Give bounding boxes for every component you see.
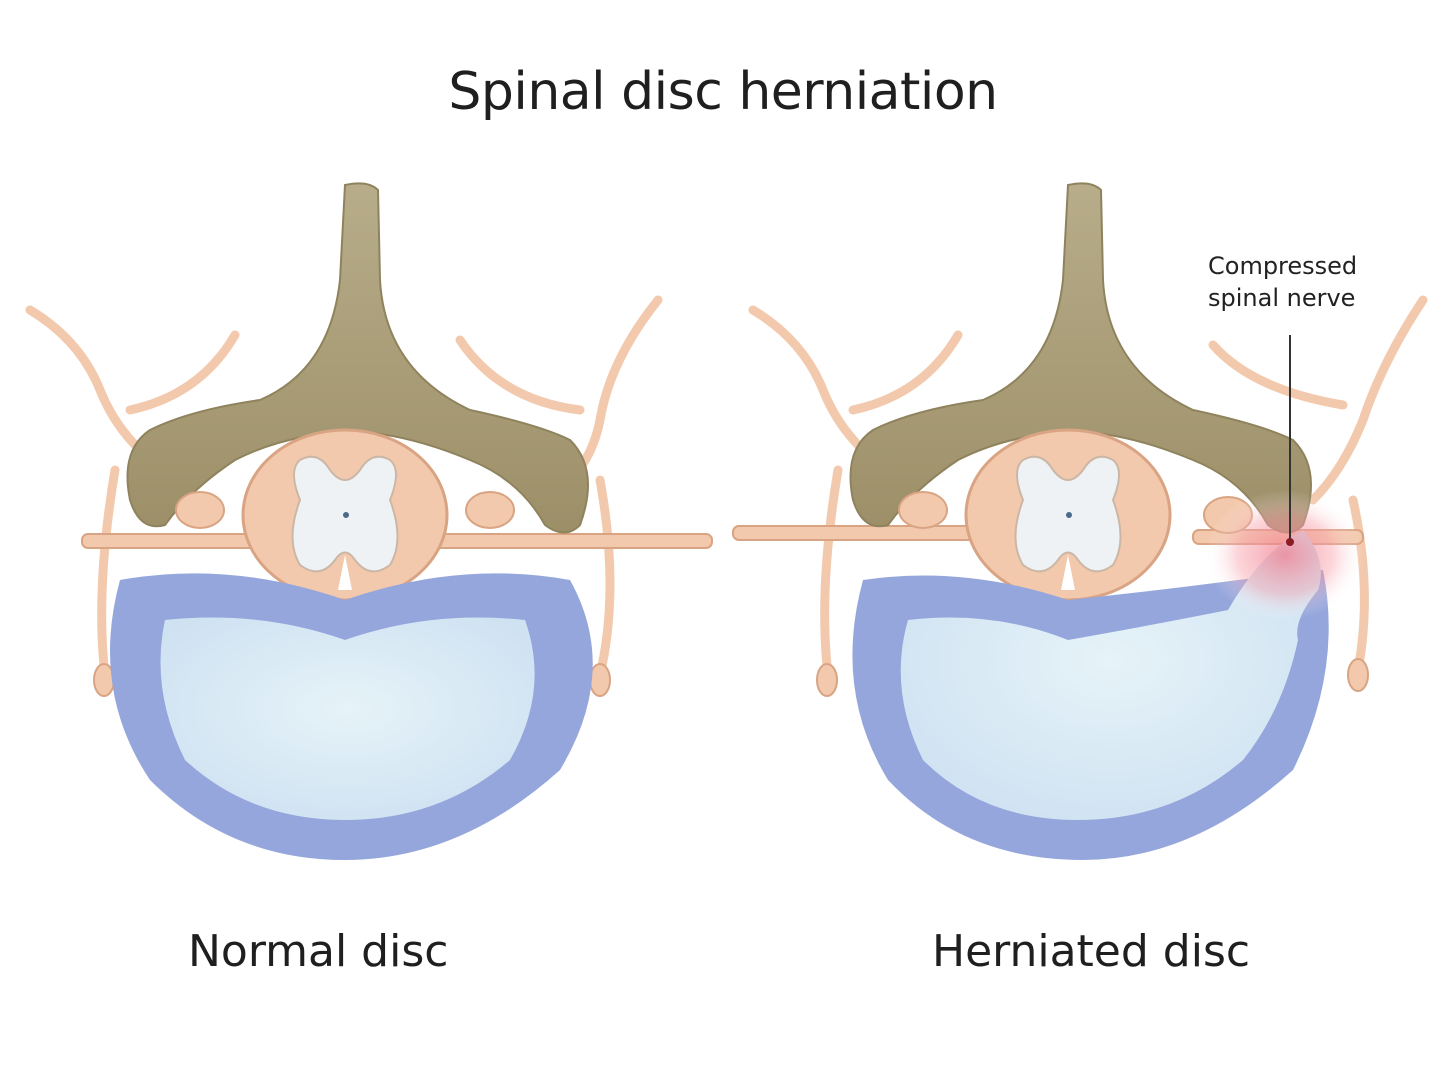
inflammation-glow [1205, 490, 1365, 620]
herniated-disc-panel [723, 170, 1446, 890]
herniated-intervertebral-disc [852, 530, 1329, 860]
callout-line-2: spinal nerve [1208, 284, 1356, 312]
herniated-disc-caption: Herniated disc [932, 926, 1251, 977]
spinal-cord [175, 428, 515, 602]
compressed-nerve-label: Compressed spinal nerve [1208, 250, 1357, 314]
normal-disc-illustration [25, 182, 713, 860]
callout-line-1: Compressed [1208, 252, 1358, 280]
nerve-branches [748, 295, 1428, 680]
diagram-title: Spinal disc herniation [448, 62, 998, 122]
normal-disc-caption: Normal disc [188, 926, 449, 977]
normal-disc-panel [0, 170, 723, 890]
vertebra-bone [849, 182, 1312, 534]
intervertebral-disc [110, 573, 593, 860]
herniated-disc-illustration [732, 182, 1428, 860]
spinal-cord [898, 428, 1253, 602]
vertebra-bone [126, 182, 589, 534]
